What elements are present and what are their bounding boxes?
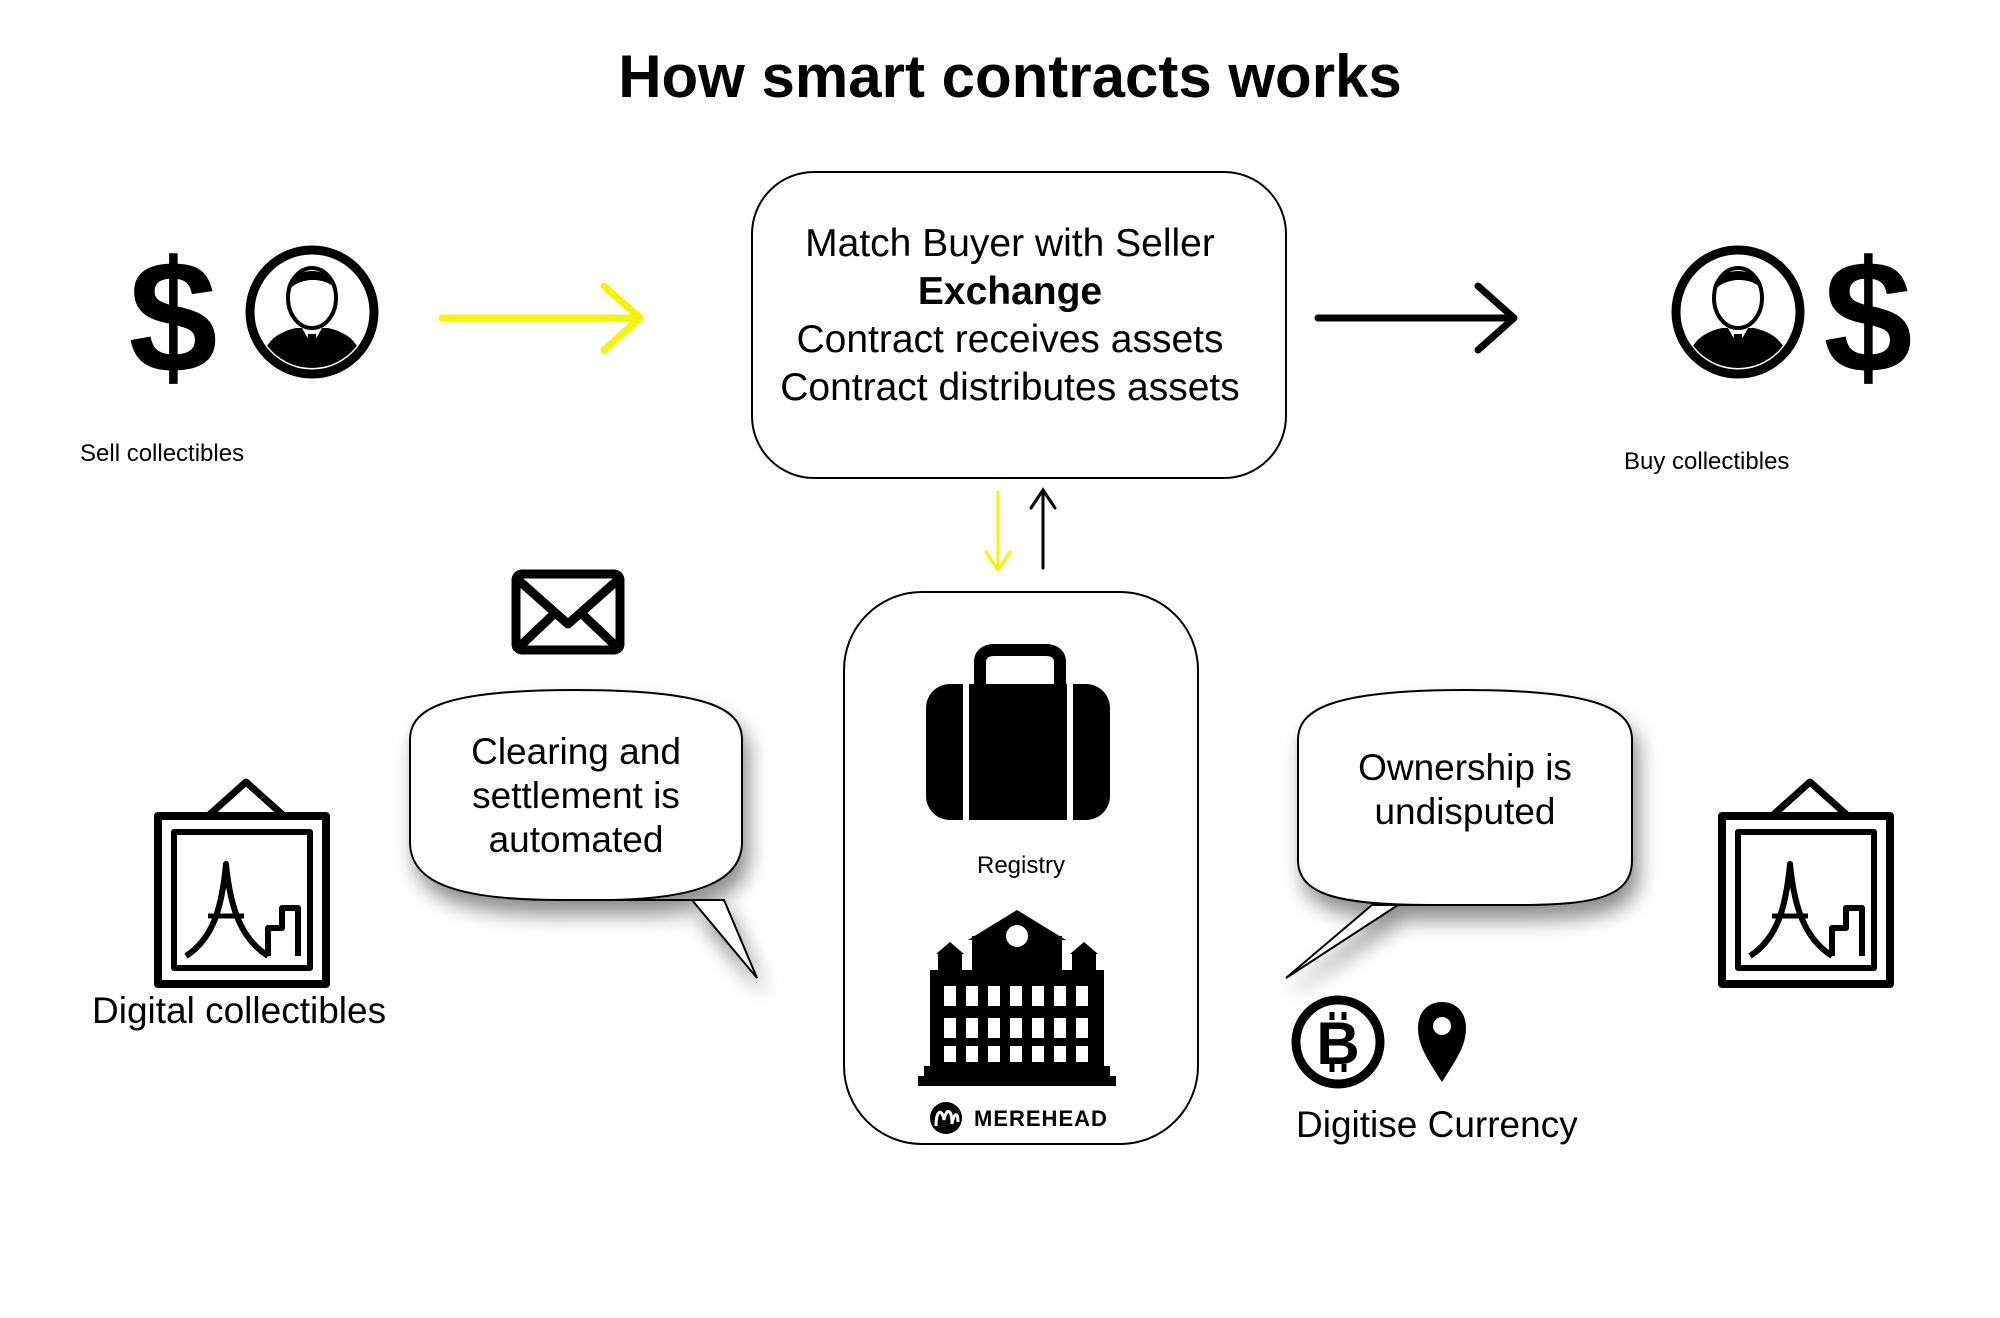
svg-text:B: B: [1316, 1010, 1359, 1077]
right-speech-bubble: [1285, 688, 1633, 979]
seller-label: Sell collectibles: [80, 440, 245, 467]
right-bubble-line-1: Ownership is: [1358, 747, 1572, 788]
exchange-box-text: Match Buyer with Seller Exchange Contrac…: [760, 220, 1260, 412]
left-bubble-line-2: settlement is: [472, 775, 680, 816]
page-title: How smart contracts works: [618, 43, 1402, 110]
left-speech-bubble: [409, 688, 758, 979]
buyer-dollar-icon: $: [1824, 227, 1913, 406]
exchange-line-distributes: Contract distributes assets: [780, 366, 1240, 409]
seller-businessman-icon: [245, 245, 379, 379]
envelope-icon: [511, 569, 625, 655]
exchange-line-match: Match Buyer with Seller: [805, 222, 1215, 265]
exchange-line-title: Exchange: [917, 270, 1103, 313]
briefcase-icon: [926, 644, 1110, 820]
buyer-businessman-icon: [1671, 245, 1805, 379]
location-pin-icon: [1418, 1002, 1466, 1082]
merehead-logo-text: MEREHEAD: [974, 1106, 1108, 1131]
right-asset-label: Digitise Currency: [1296, 1104, 1578, 1145]
exchange-to-registry-arrow: [984, 490, 1012, 573]
right-picture-frame-icon: [1718, 778, 1894, 988]
seller-to-exchange-arrow: [438, 282, 644, 354]
exchange-box: [751, 171, 1287, 479]
registry-to-exchange-arrow: [1029, 487, 1057, 570]
left-asset-label: Digital collectibles: [92, 990, 387, 1031]
left-picture-frame-icon: [154, 778, 330, 988]
right-bubble-text: Ownership is undisputed: [1298, 746, 1632, 834]
seller-dollar-icon: $: [129, 227, 218, 406]
bitcoin-icon: B: [1291, 995, 1385, 1089]
merehead-logo-icon: [930, 1102, 962, 1134]
left-bubble-text: Clearing and settlement is automated: [410, 730, 742, 862]
bank-building-icon: [918, 910, 1116, 1086]
exchange-line-receives: Contract receives assets: [796, 318, 1224, 361]
exchange-to-buyer-arrow: [1314, 282, 1518, 354]
buyer-label: Buy collectibles: [1624, 448, 1790, 475]
right-bubble-line-2: undisputed: [1374, 791, 1556, 832]
left-bubble-line-3: automated: [488, 819, 664, 860]
registry-label: Registry: [976, 852, 1066, 879]
left-bubble-line-1: Clearing and: [471, 731, 681, 772]
